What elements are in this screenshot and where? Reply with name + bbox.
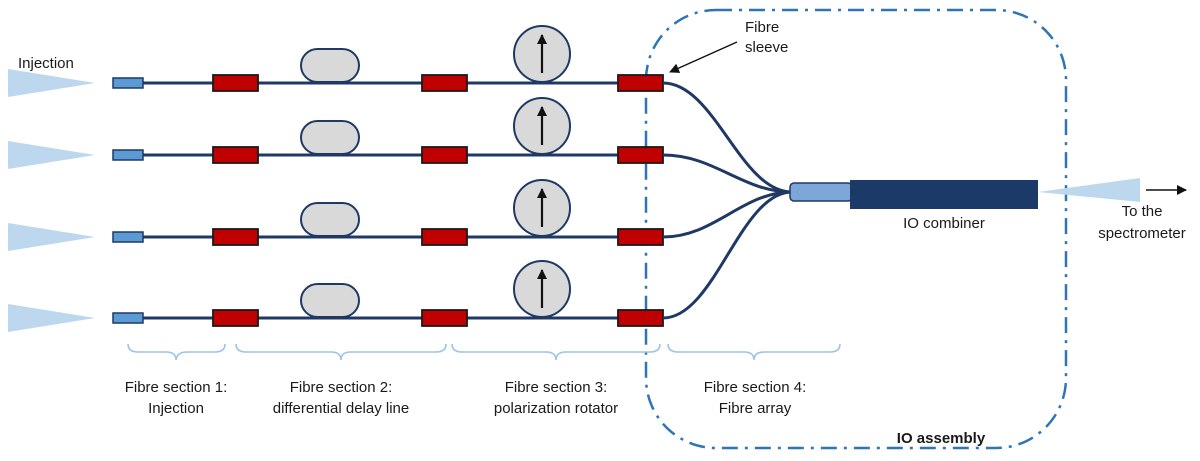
fiber-row-4	[8, 261, 663, 332]
section-4-label-line1: Fibre section 4:	[704, 379, 807, 396]
fibre-sleeve-pointer-icon	[669, 41, 738, 73]
fiber-row-2	[8, 98, 663, 169]
fiber-row-1	[8, 26, 663, 97]
fibre-curve-1	[662, 81, 793, 194]
io-assembly-label: IO assembly	[897, 430, 986, 447]
fibre-curve-2	[662, 153, 793, 194]
brace-section-2	[235, 343, 447, 361]
section-1-label-line2: Injection	[148, 400, 204, 417]
injection-label: Injection	[18, 55, 74, 72]
section-2-label-line2: differential delay line	[273, 400, 409, 417]
io-assembly-boundary	[644, 8, 1068, 450]
fibre-sleeve-label-line1: Fibre	[745, 19, 779, 36]
spectrometer-label-line1: To the	[1122, 203, 1163, 220]
brace-section-4	[667, 343, 841, 361]
combiner-input-sleeve	[789, 182, 853, 202]
spectrometer-label-line2: spectrometer	[1098, 225, 1186, 242]
fiber-row-3	[8, 180, 663, 251]
brace-section-1	[127, 343, 226, 361]
section-4-label-line2: Fibre array	[719, 400, 792, 417]
output-beam	[1038, 178, 1140, 202]
fibre-curve-3	[662, 190, 793, 239]
fibre-sleeve-label-line2: sleeve	[745, 39, 788, 56]
section-3-label-line1: Fibre section 3:	[505, 379, 608, 396]
section-2-label-line1: Fibre section 2:	[290, 379, 393, 396]
brace-section-3	[451, 343, 661, 361]
section-3-label-line2: polarization rotator	[494, 400, 618, 417]
io-combiner-label: IO combiner	[903, 215, 985, 232]
fibre-curve-4	[662, 190, 793, 320]
section-1-label-line1: Fibre section 1:	[125, 379, 228, 396]
io-combiner-body	[850, 180, 1038, 209]
